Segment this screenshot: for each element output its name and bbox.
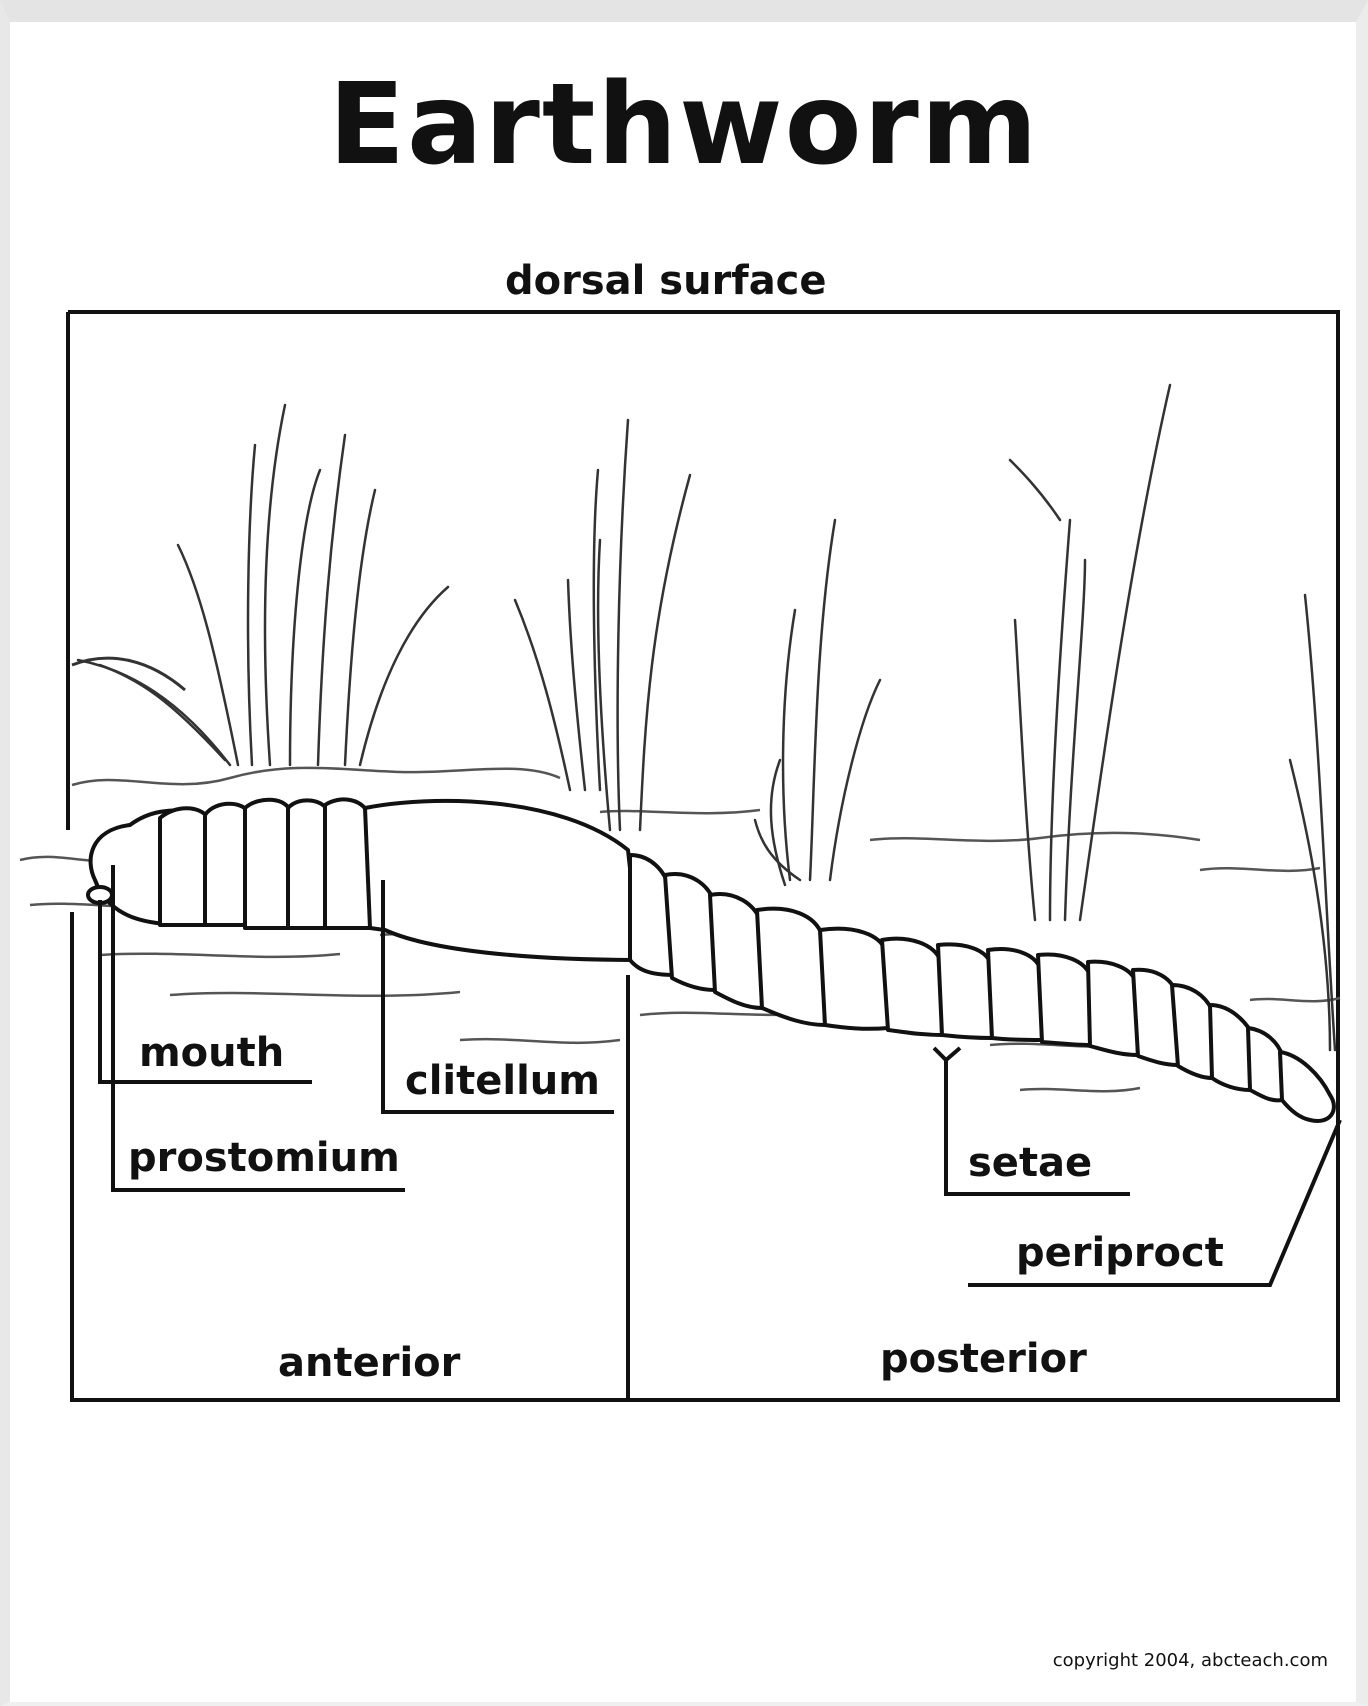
copyright-notice: copyright 2004, abcteach.com <box>1053 1650 1328 1671</box>
label-dorsal-surface: dorsal surface <box>505 258 827 304</box>
label-setae: setae <box>968 1140 1092 1186</box>
page-title: Earthworm <box>0 60 1368 190</box>
label-mouth: mouth <box>139 1030 284 1076</box>
label-posterior: posterior <box>880 1336 1087 1382</box>
label-prostomium: prostomium <box>128 1135 400 1181</box>
label-anterior: anterior <box>278 1340 460 1386</box>
clitellum-band <box>365 801 640 960</box>
label-periproct: periproct <box>1016 1230 1224 1276</box>
label-clitellum: clitellum <box>405 1058 600 1104</box>
